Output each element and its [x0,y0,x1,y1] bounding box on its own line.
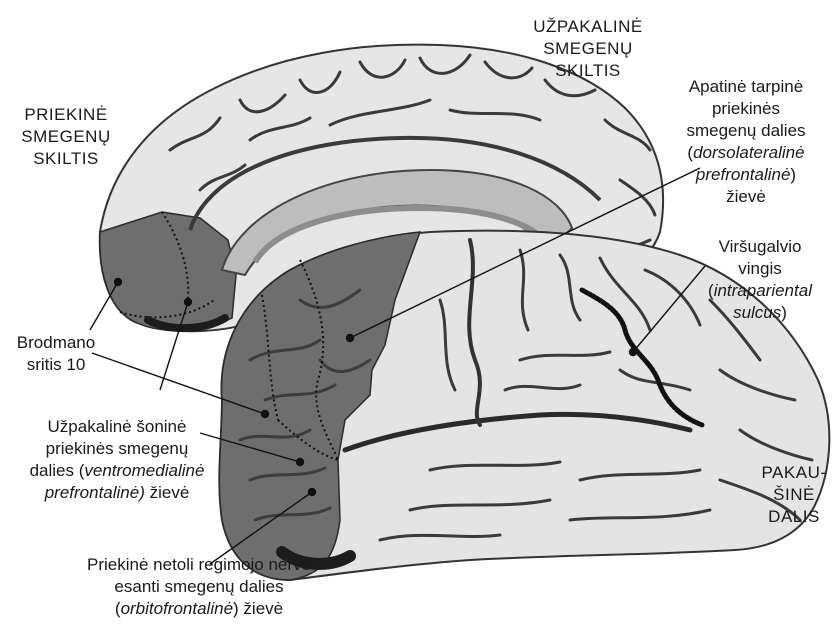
dlpfc-line-3: smegenų dalies [666,120,826,142]
dlpfc-line-1: Apatinė tarpinė [666,76,826,98]
leader-ips-dot [630,349,637,356]
frontal-lobe-line-2: SMEGENŲ [14,126,118,148]
occipital-line-1: PAKAU- [756,462,832,484]
frontal-lobe-line-3: SKILTIS [14,148,118,170]
label-ips: Viršugalvio vingis (intrapariental sulcu… [700,236,820,324]
leader-ba10-a-dot [115,279,122,286]
parietal-lobe-line-2: SMEGENŲ [528,38,648,60]
dlpfc-line-4: (dorsolateralinė [666,142,826,164]
ips-line-1: Viršugalvio [700,236,820,258]
ba10-line-1: Brodmano [6,332,106,354]
vmpfc-line-3: dalies (ventromedialinė [20,460,214,482]
label-occipital: PAKAU- ŠINĖ DALIS [756,462,832,528]
ofc-line-2: esanti smegenų dalies [62,576,336,598]
dlpfc-line-6: žievė [666,186,826,208]
frontal-lobe-line-1: PRIEKINĖ [14,104,118,126]
ips-line-4: sulcus) [700,302,820,324]
label-frontal-lobe: PRIEKINĖ SMEGENŲ SKILTIS [14,104,118,170]
label-parietal-lobe: UŽPAKALINĖ SMEGENŲ SKILTIS [528,16,648,82]
vmpfc-line-2: priekinės smegenų [20,438,214,460]
occipital-line-3: DALIS [756,506,832,528]
label-vmpfc: Užpakalinė šoninė priekinės smegenų dali… [20,416,214,504]
dlpfc-line-5: prefrontalinė) [666,164,826,186]
vmpfc-line-1: Užpakalinė šoninė [20,416,214,438]
leader-ba10-a [90,282,118,330]
occipital-line-2: ŠINĖ [756,484,832,506]
ba10-line-2: sritis 10 [6,354,106,376]
ofc-line-3: (orbitofrontalinė) žievė [62,598,336,620]
label-brodmann-10: Brodmano sritis 10 [6,332,106,376]
ips-line-3: (intrapariental [700,280,820,302]
leader-dlpfc-dot [347,335,354,342]
ips-line-2: vingis [700,258,820,280]
label-ofc: Priekinė netoli regimojo nervo esanti sm… [62,554,336,620]
label-dlpfc: Apatinė tarpinė priekinės smegenų dalies… [666,76,826,208]
ofc-line-1: Priekinė netoli regimojo nervo [62,554,336,576]
leader-ba10-b-dot [262,411,269,418]
dlpfc-line-2: priekinės [666,98,826,120]
leader-ofc-dot [309,489,316,496]
parietal-lobe-line-3: SKILTIS [528,60,648,82]
vmpfc-line-4: prefrontalinė) žievė [20,482,214,504]
leader-vmpfc-b-dot [297,459,304,466]
parietal-lobe-line-1: UŽPAKALINĖ [528,16,648,38]
leader-vmpfc-a-dot [185,299,192,306]
